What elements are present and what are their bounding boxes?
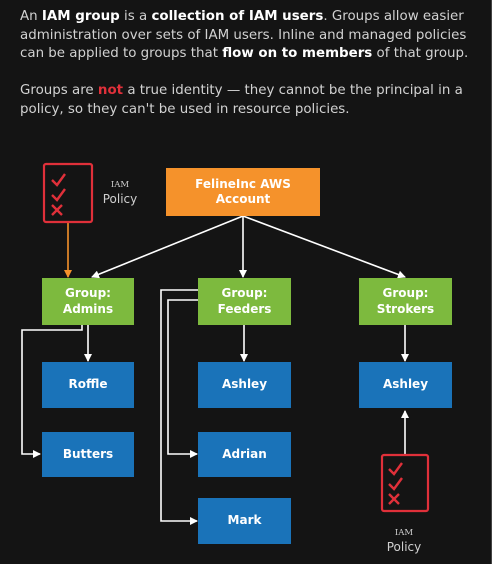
user-roffle-box: Roffle xyxy=(42,362,134,408)
emphasis-not: not xyxy=(97,83,124,98)
policy-document-icon xyxy=(42,162,94,224)
intro-bold-flow: flow on to members xyxy=(222,46,373,62)
user-ashley-box: Ashley xyxy=(359,362,452,408)
group-strokers-box: Group: Strokers xyxy=(359,278,452,325)
policy-label: IAM Policy xyxy=(100,180,140,207)
intro-text: is a xyxy=(119,9,152,24)
user-mark-box: Mark xyxy=(198,498,291,544)
arrow-feeders-to-adrian xyxy=(167,299,198,458)
intro-text: Groups are xyxy=(20,83,98,98)
intro-text: of that group. xyxy=(372,46,469,62)
arrow-admins-to-butters xyxy=(21,325,83,458)
intro-bold-iam-group: IAM group xyxy=(41,9,120,24)
policy-label-big: Policy xyxy=(102,192,138,206)
intro-paragraph-1: An IAM group is a collection of IAM user… xyxy=(20,8,482,64)
intro-text: a true identity — they cannot be the pri… xyxy=(20,83,463,117)
user-butters-box: Butters xyxy=(42,432,134,477)
arrow-account-to-admins xyxy=(91,215,244,279)
policy-label: IAM Policy xyxy=(384,528,424,555)
arrow-feeders-to-mark xyxy=(160,289,198,525)
policy-document-icon xyxy=(380,453,430,513)
policy-label-small: IAM xyxy=(110,180,130,190)
intro-text: An xyxy=(20,9,42,24)
intro-paragraph-2: Groups are not a true identity — they ca… xyxy=(20,82,482,119)
user-ashley-box: Ashley xyxy=(198,362,291,408)
aws-account-box: FelineInc AWS Account xyxy=(166,168,320,216)
intro-text: . Groups allow easier administration ove… xyxy=(20,9,467,62)
group-admins-box: Group: Admins xyxy=(42,278,134,325)
policy-label-big: Policy xyxy=(386,540,422,554)
arrow-account-to-strokers xyxy=(242,215,406,279)
policy-label-small: IAM xyxy=(394,528,414,538)
group-feeders-box: Group: Feeders xyxy=(198,278,291,325)
user-adrian-box: Adrian xyxy=(198,432,291,477)
intro-bold-collection: collection of IAM users xyxy=(151,9,324,24)
